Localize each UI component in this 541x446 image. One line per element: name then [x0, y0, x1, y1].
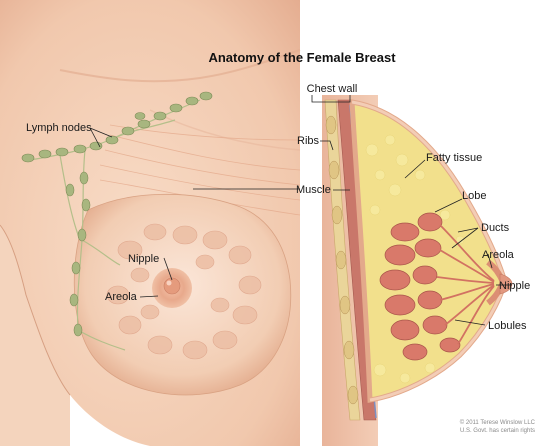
- nipple-front: [163, 277, 181, 295]
- front-lobules: [106, 223, 262, 360]
- leader-lines: [89, 95, 512, 326]
- fat-texture: [365, 134, 465, 384]
- label-areola-front: Areola: [105, 291, 138, 303]
- credit-line-2: U.S. Govt. has certain rights: [460, 428, 535, 434]
- label-ducts: Ducts: [481, 222, 510, 234]
- front-view: [0, 0, 301, 446]
- label-areola-side: Areola: [482, 249, 515, 261]
- label-fatty-tissue: Fatty tissue: [426, 152, 482, 164]
- label-ribs: Ribs: [297, 135, 320, 147]
- label-chest-wall: Chest wall: [307, 83, 358, 95]
- label-lobe: Lobe: [462, 190, 486, 202]
- ducts: [436, 224, 495, 345]
- arm-shape: [0, 225, 70, 446]
- nipple-side: [499, 273, 513, 295]
- label-nipple-front: Nipple: [128, 253, 159, 265]
- label-muscle: Muscle: [296, 184, 331, 196]
- lymph-nodes: [21, 91, 213, 337]
- diagram-title: Anatomy of the Female Breast: [208, 50, 396, 65]
- rib-sections: [325, 115, 359, 405]
- label-nipple-side: Nipple: [499, 280, 530, 292]
- credit-line-1: © 2011 Terese Winslow LLC: [460, 419, 536, 426]
- label-lymph-nodes: Lymph nodes: [26, 122, 92, 134]
- lobes: [379, 212, 461, 361]
- label-lobules: Lobules: [488, 320, 527, 332]
- side-view: [322, 95, 513, 446]
